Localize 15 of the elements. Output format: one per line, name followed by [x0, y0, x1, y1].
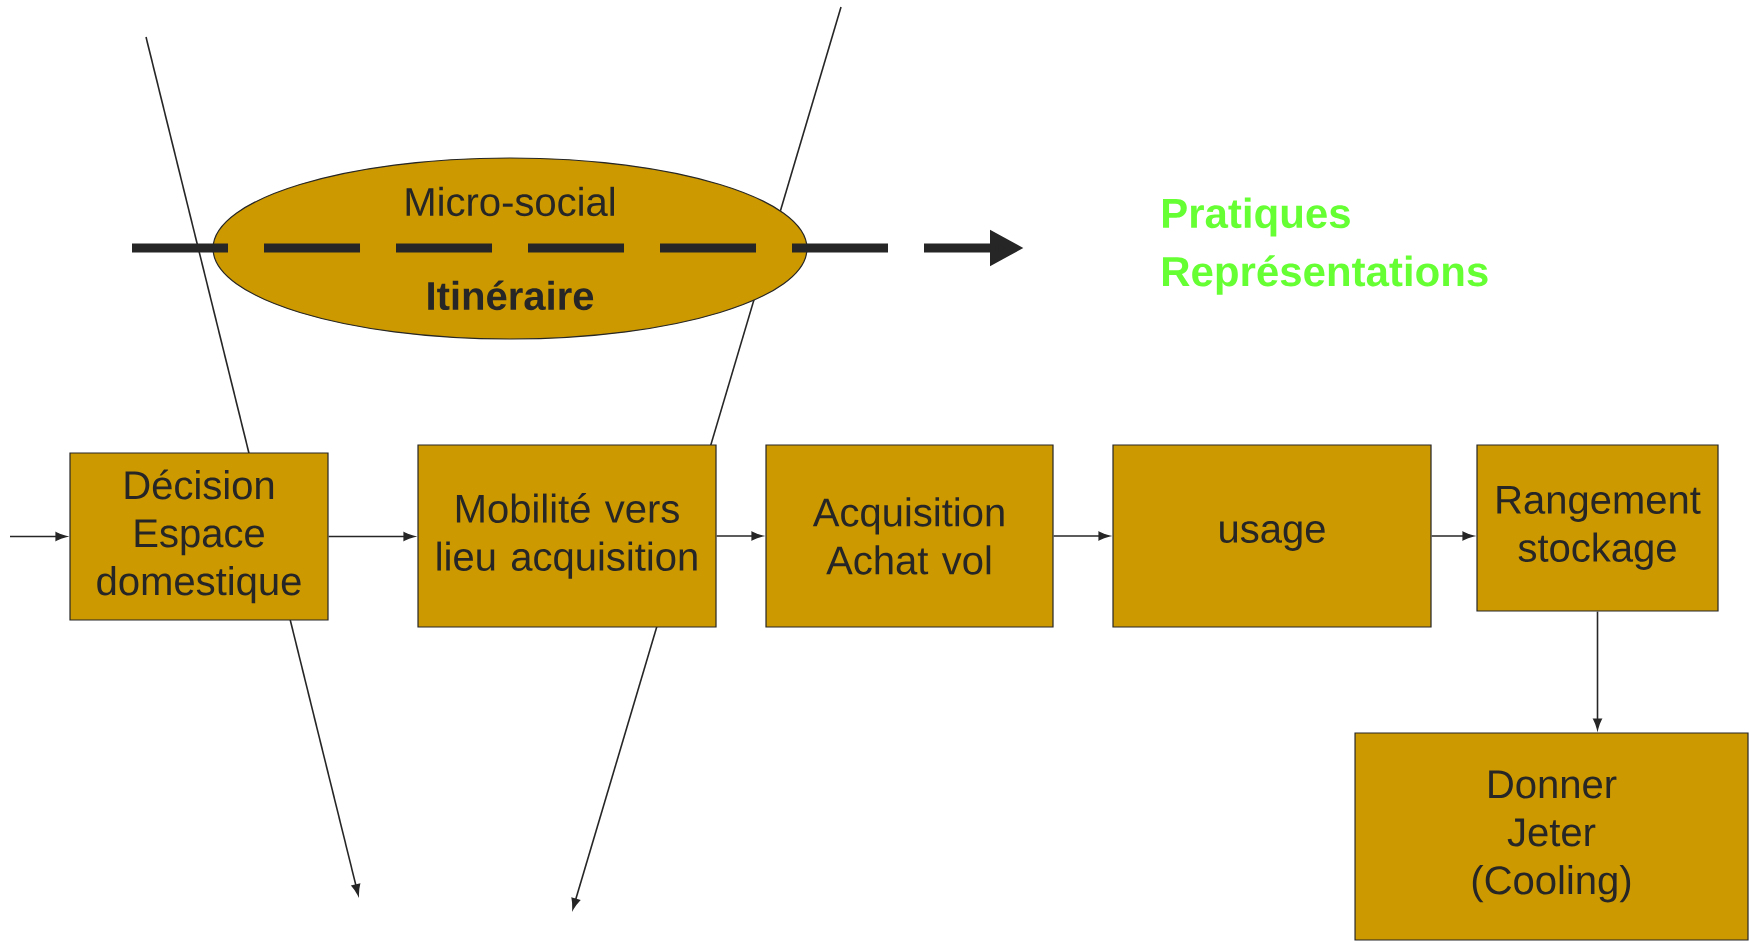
ellipse-node: Micro-social Itinéraire	[212, 157, 808, 340]
process-box: Mobilité vers lieu acquisition	[417, 444, 717, 628]
process-box: Donner Jeter (Cooling)	[1354, 732, 1749, 941]
process-box: Acquisition Achat vol	[765, 444, 1054, 628]
side-label: Pratiques	[1163, 197, 1350, 237]
process-box: Rangement stockage	[1476, 444, 1719, 612]
arrow	[1593, 610, 1602, 730]
side-label: Représentations	[1163, 255, 1488, 295]
arrow	[715, 531, 763, 541]
arrow	[327, 532, 415, 541]
arrow	[1430, 531, 1474, 541]
process-box: usage	[1112, 444, 1432, 628]
arrow	[1052, 531, 1110, 541]
arrow	[9, 532, 67, 541]
process-box: Décision Espace domestique	[69, 452, 329, 621]
